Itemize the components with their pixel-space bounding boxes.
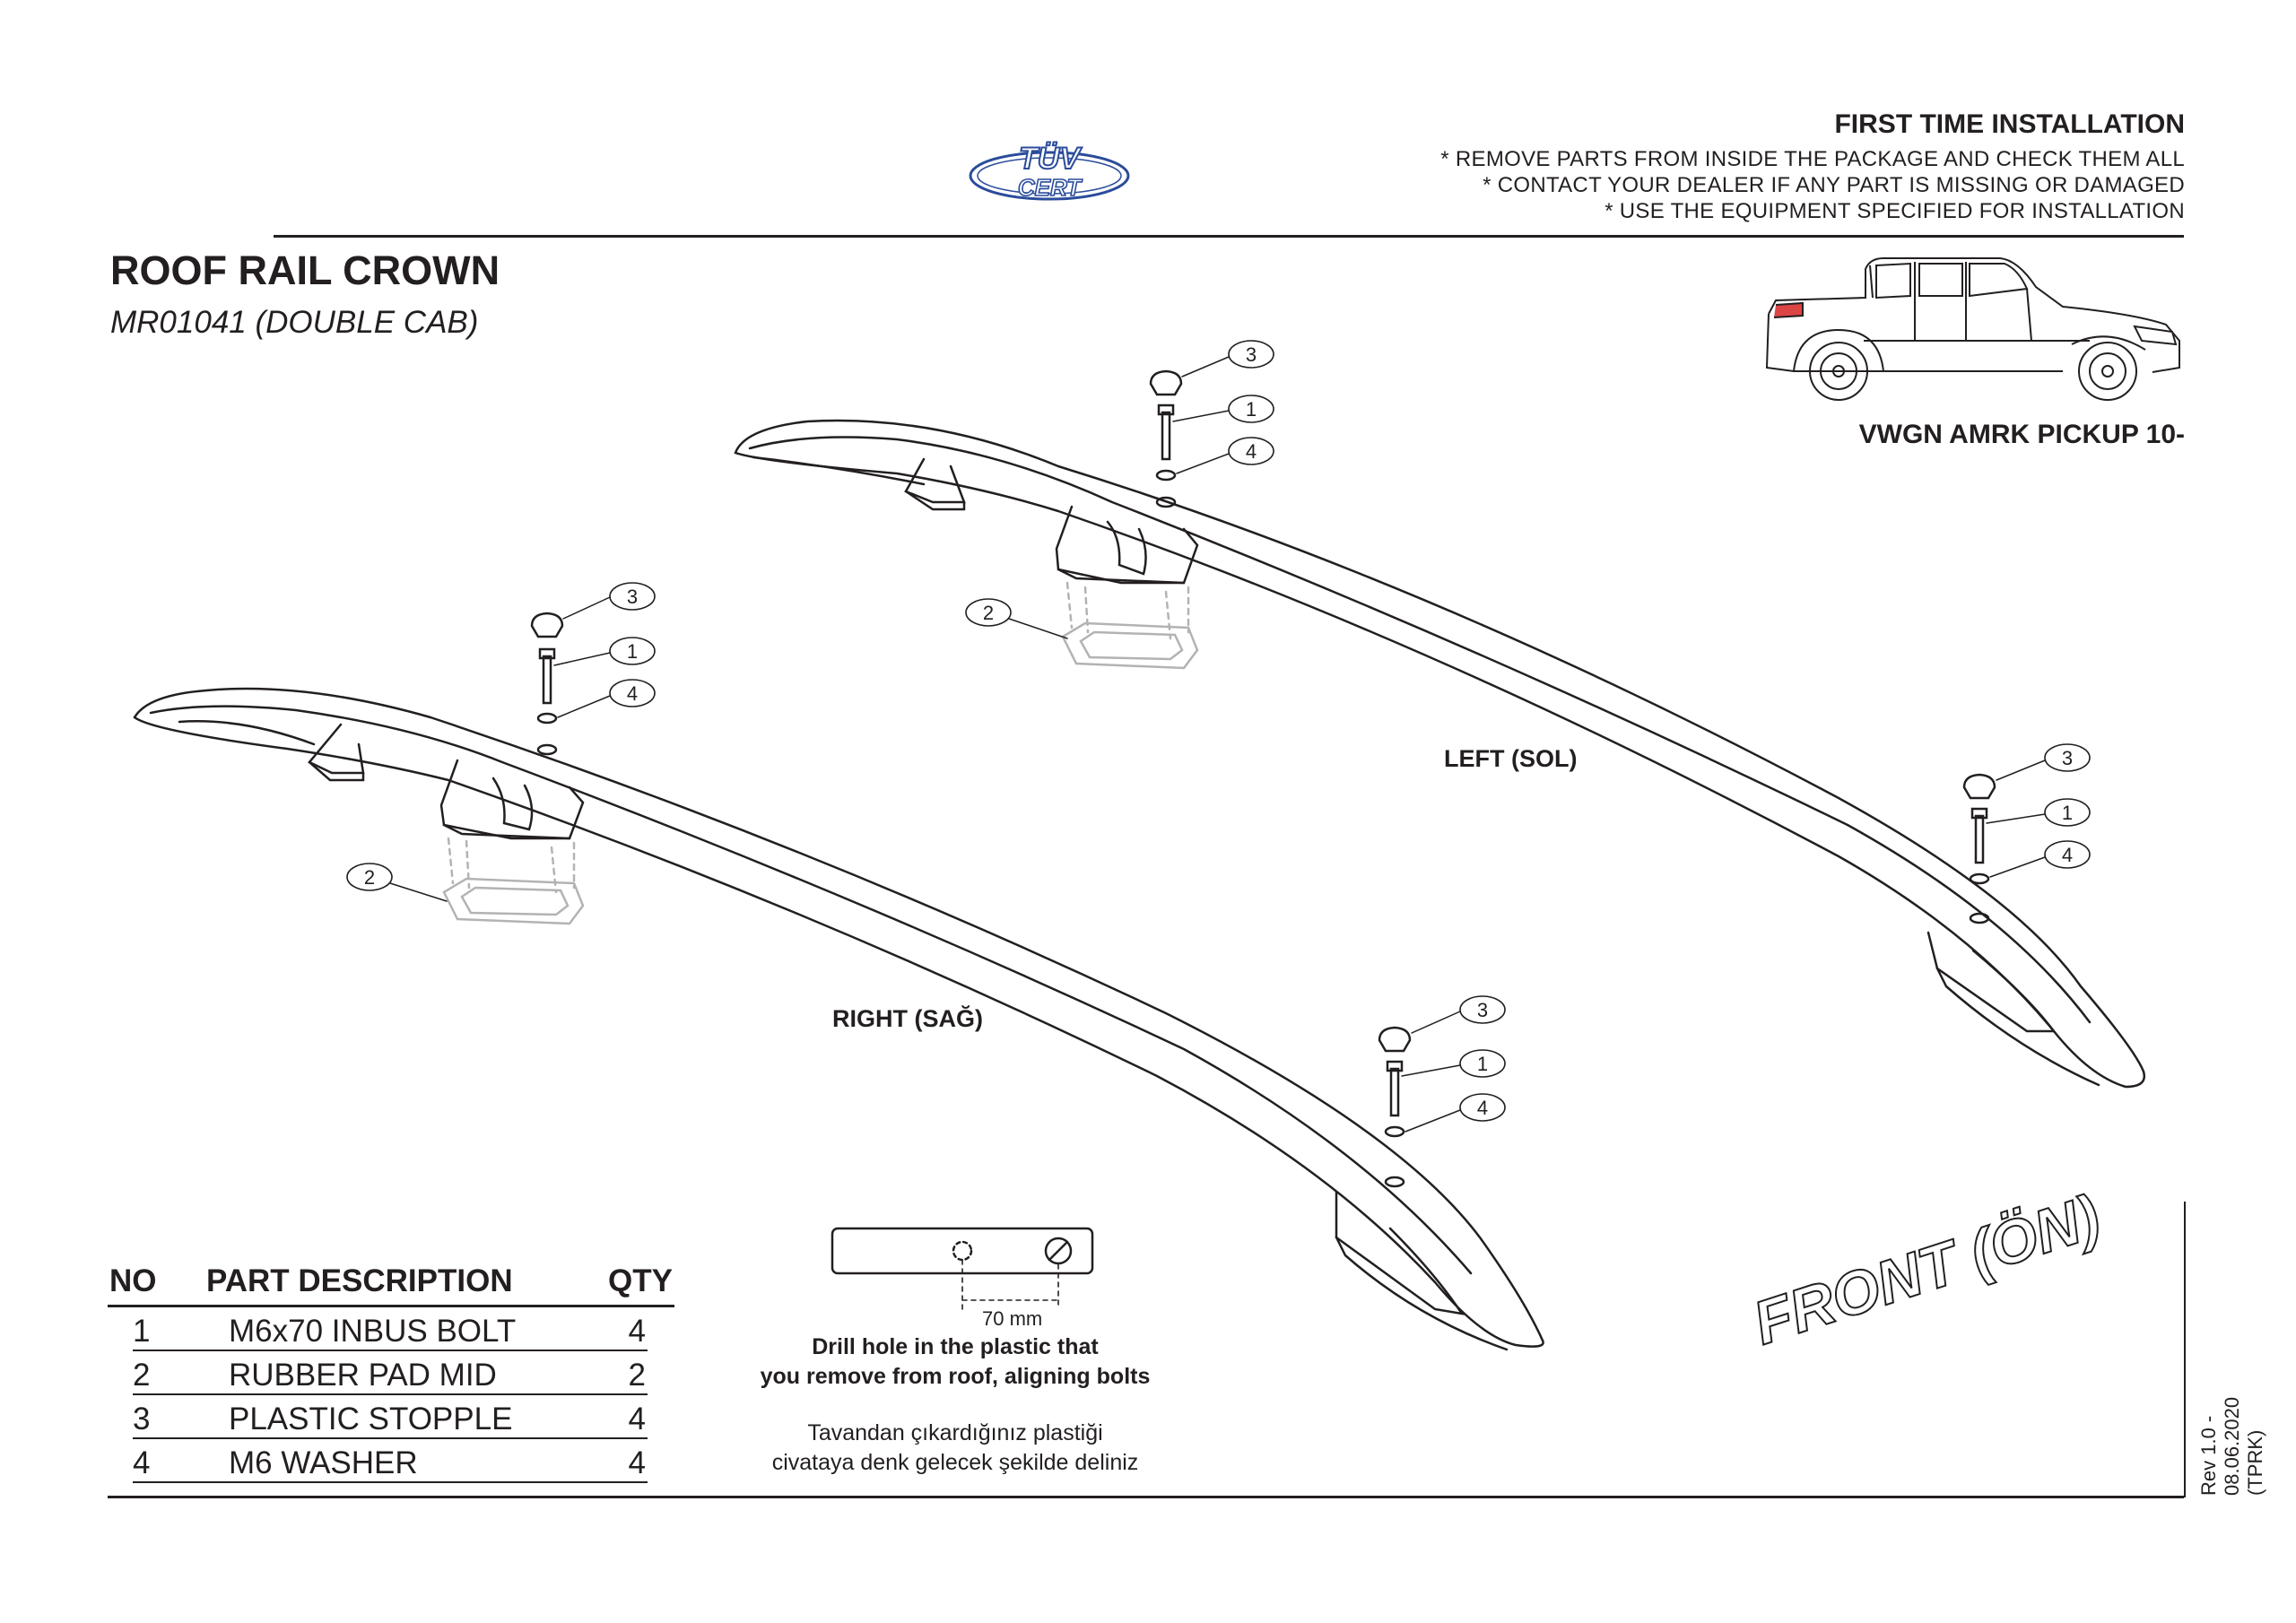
- row-no: 3: [133, 1402, 151, 1436]
- drill-note-tr-2: civataya denk gelecek şekilde deliniz: [771, 1450, 1139, 1475]
- left-side-label: LEFT (SOL): [1444, 745, 1577, 772]
- page-title: ROOF RAIL CROWN: [110, 247, 500, 293]
- hardware-stack-right-mid: [530, 612, 564, 725]
- row-description: RUBBER PAD MID: [229, 1358, 497, 1393]
- callout-2: 2: [983, 602, 994, 624]
- installation-title: FIRST TIME INSTALLATION: [1834, 109, 2185, 139]
- left-rail: [734, 419, 2146, 1089]
- callout-1: 1: [1246, 398, 1257, 421]
- row-qty: 4: [628, 1314, 646, 1349]
- callout-3: 3: [627, 586, 638, 608]
- column-description: PART DESCRIPTION: [206, 1263, 513, 1298]
- row-description: M6x70 INBUS BOLT: [229, 1314, 517, 1349]
- callout-4: 4: [627, 682, 638, 705]
- callout-1: 1: [1477, 1053, 1488, 1075]
- callout-4: 4: [1246, 440, 1257, 463]
- footer-divider: [108, 1496, 2184, 1498]
- header-divider: [274, 235, 2184, 238]
- column-qty: QTY: [608, 1263, 673, 1298]
- drill-dimension: 70 mm: [982, 1307, 1042, 1330]
- right-side-label: RIGHT (SAĞ): [832, 1004, 983, 1032]
- callout-1: 1: [627, 640, 638, 663]
- front-direction-label: FRONT (ÖN): [1745, 1182, 2108, 1358]
- row-description: M6 WASHER: [229, 1445, 418, 1480]
- table-row: 4 M6 WASHER 4: [108, 1439, 674, 1483]
- row-description: PLASTIC STOPPLE: [229, 1402, 513, 1436]
- installation-line-2: * CONTACT YOUR DEALER IF ANY PART IS MIS…: [1483, 173, 2185, 197]
- row-qty: 4: [628, 1445, 646, 1480]
- callout-3: 3: [1246, 343, 1257, 366]
- right-rail: [133, 687, 1544, 1351]
- hardware-stack-right-front: [1378, 1026, 1412, 1138]
- row-no: 2: [133, 1358, 151, 1393]
- callout-4: 4: [2062, 844, 2073, 866]
- callout-3: 3: [2062, 747, 2073, 769]
- table-row: 3 PLASTIC STOPPLE 4: [108, 1395, 674, 1439]
- vehicle-name: VWGN AMRK PICKUP 10-: [1858, 420, 2185, 449]
- installation-line-1: * REMOVE PARTS FROM INSIDE THE PACKAGE A…: [1440, 147, 2185, 171]
- drill-note-en-2: you remove from roof, aligning bolts: [760, 1364, 1151, 1389]
- callout-2: 2: [364, 866, 375, 889]
- page-subtitle: MR01041 (DOUBLE CAB): [110, 305, 479, 340]
- table-row: 2 RUBBER PAD MID 2: [108, 1351, 674, 1395]
- row-qty: 2: [628, 1358, 646, 1393]
- table-row: 1 M6x70 INBUS BOLT 4: [108, 1307, 674, 1351]
- drill-note-tr-1: Tavandan çıkardığınız plastiği: [807, 1420, 1103, 1445]
- callout-4: 4: [1477, 1097, 1488, 1119]
- pickup-truck-illustration: [1765, 257, 2180, 401]
- drill-note-en-1: Drill hole in the plastic that: [812, 1334, 1099, 1359]
- column-no: NO: [109, 1263, 157, 1298]
- row-no: 1: [133, 1314, 151, 1349]
- revision-note: Rev 1.0 - 08.06.2020 (TPRK): [2197, 1396, 2266, 1496]
- callout-1: 1: [2062, 802, 2073, 824]
- installation-line-3: * USE THE EQUIPMENT SPECIFIED FOR INSTAL…: [1605, 199, 2185, 223]
- row-qty: 4: [628, 1402, 646, 1436]
- tuv-cert-logo: TÜV CERT: [969, 141, 1130, 202]
- callout-3: 3: [1477, 999, 1488, 1021]
- logo-line2: CERT: [1018, 174, 1083, 201]
- drill-template: [831, 1227, 1094, 1310]
- hardware-stack-left-mid: [1149, 369, 1183, 482]
- hardware-stack-left-front: [1962, 773, 1996, 885]
- side-divider: [2184, 1202, 2186, 1497]
- parts-table-header: NO PART DESCRIPTION QTY: [108, 1258, 674, 1307]
- parts-table: NO PART DESCRIPTION QTY 1 M6x70 INBUS BO…: [108, 1258, 674, 1483]
- logo-line1: TÜV: [1019, 142, 1083, 176]
- row-no: 4: [133, 1445, 151, 1480]
